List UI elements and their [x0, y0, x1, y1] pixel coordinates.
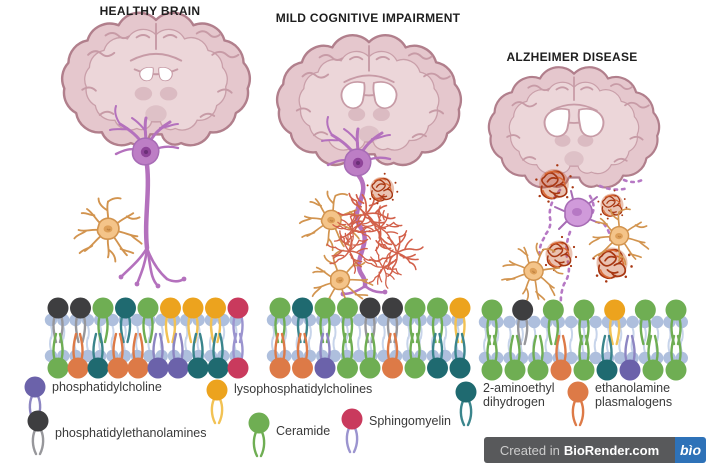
- legend-label: Sphingomyelin: [369, 414, 451, 428]
- membrane-mci: [266, 297, 471, 379]
- lipid-icon-ceramide: [248, 412, 270, 458]
- mci-amyloid-plaque: [365, 172, 399, 206]
- biorender-logo-icon: bìo: [675, 437, 706, 463]
- legend-item-ethanolamine-plasmalogens: ethanolamine plasmalogens: [565, 381, 695, 429]
- lipid-icon-phosphatidylethanolamines: [27, 410, 49, 456]
- healthy-microglia: [73, 197, 143, 263]
- lipid-icon-lysophosphatidylcholines: [206, 379, 228, 425]
- legend-item-phosphatidylcholine: phosphatidylcholine: [22, 376, 162, 424]
- watermark-brand: BioRender.com: [563, 442, 660, 458]
- legend-label: lysophosphatidylcholines: [234, 382, 373, 396]
- mci-brain-illustration: [277, 35, 461, 165]
- legend-label: Ceramide: [276, 424, 331, 438]
- legend-label: phosphatidylethanolamines: [55, 426, 207, 440]
- membrane-ad: [478, 299, 688, 381]
- legend-label: 2-aminoethyl dihydrogen: [483, 381, 555, 410]
- healthy-neuron: [108, 104, 187, 289]
- healthy-brain-illustration: [62, 13, 250, 145]
- lipid-icon-ethanolamine-plasmalogens: [567, 381, 589, 427]
- panel-title-healthy: HEALTHY BRAIN: [99, 4, 201, 18]
- legend-item-ceramide: Ceramide: [246, 412, 330, 460]
- legend-label: ethanolamine plasmalogens: [595, 381, 673, 410]
- lipid-icon-aminoethyl-dihydrogen: [455, 381, 477, 427]
- legend-label: phosphatidylcholine: [52, 380, 162, 394]
- membrane-healthy: [44, 297, 249, 379]
- panel-title-ad: ALZHEIMER DISEASE: [506, 50, 638, 64]
- legend-item-aminoethyl-dihydrogen: 2-aminoethyl dihydrogen: [453, 381, 583, 429]
- legend-item-sphingomyelin: Sphingomyelin: [339, 408, 451, 456]
- panel-title-mci: MILD COGNITIVE IMPAIRMENT: [275, 11, 461, 25]
- ad-degenerating-neuron: [554, 190, 600, 230]
- lipid-icon-sphingomyelin: [341, 408, 363, 454]
- legend-item-lysophosphatidylcholines: lysophosphatidylcholines: [204, 379, 372, 427]
- legend-item-phosphatidylethanolamines: phosphatidylethanolamines: [25, 410, 207, 458]
- ad-brain-illustration: [489, 67, 659, 187]
